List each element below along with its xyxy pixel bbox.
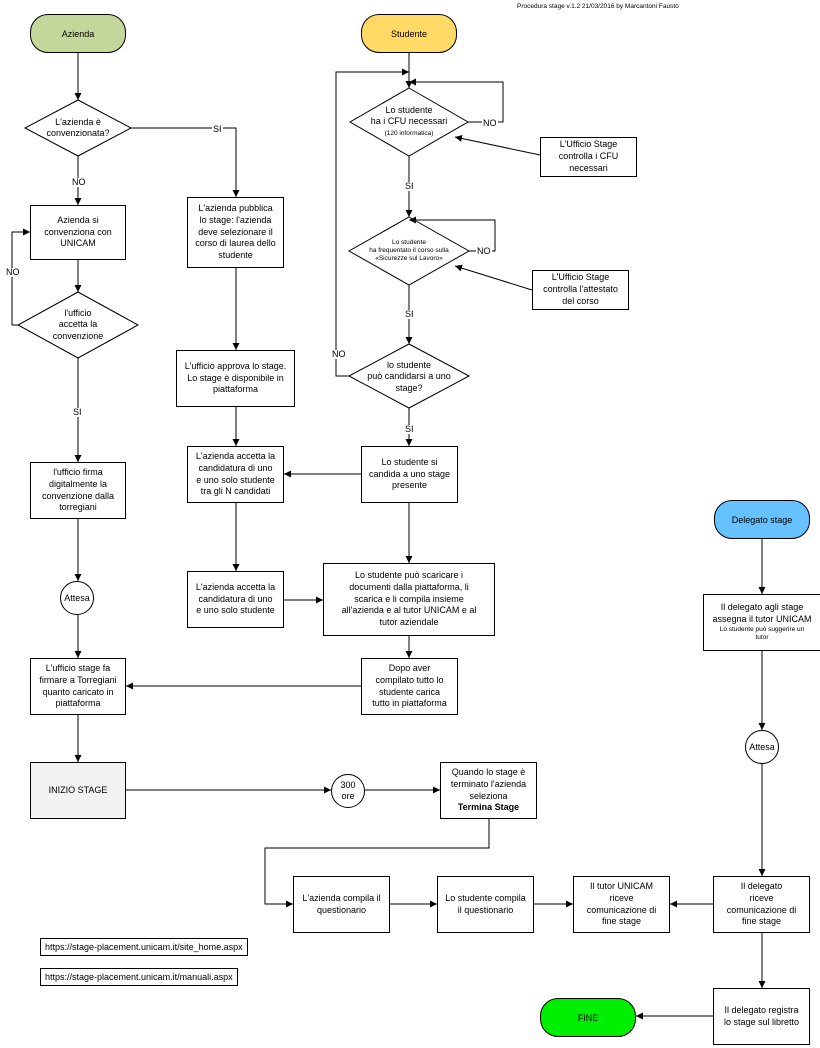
decision-ufficio-accetta: [16, 291, 140, 359]
ufficio-controlla-cfu-box: L'Ufficio Stage controlla i CFU necessar…: [540, 137, 637, 177]
connector-arrow: [335, 68, 409, 377]
ufficio-approva-box: L'ufficio approva lo stage. Lo stage è d…: [176, 350, 295, 407]
connector-arrow: [264, 819, 490, 908]
azienda-terminal: Azienda: [30, 14, 126, 53]
decision-corso-sicurezza: [347, 216, 471, 286]
studente-scarica-documenti-box: Lo studente può scaricare i documenti da…: [323, 563, 495, 636]
connector-arrow: [131, 127, 240, 197]
decision-azienda-convenzionata: [23, 99, 133, 157]
delegato-riceve-box: Il delegato riceve comunicazione di fine…: [713, 876, 810, 933]
label-no: NO: [71, 177, 87, 187]
delegato-registra-box: Il delegato registra lo stage sul libret…: [713, 988, 810, 1045]
ufficio-fa-firmare-box: L'ufficio stage fa firmare a Torregiani …: [30, 658, 126, 715]
manuali-link[interactable]: https://stage-placement.unicam.it/manual…: [40, 968, 238, 986]
tutor-riceve-box: Il tutor UNICAM riceve comunicazione di …: [573, 876, 670, 933]
document-header: Procedura stage v.1.2 21/03/2016 by Marc…: [517, 3, 679, 10]
site-home-link[interactable]: https://stage-placement.unicam.it/site_h…: [40, 938, 248, 956]
connector-arrow: [11, 228, 30, 326]
attesa-azienda-circle: Attesa: [60, 581, 94, 615]
connector-arrow: [454, 264, 533, 291]
ore-circle: 300 ore: [331, 774, 365, 808]
delegato-terminal: Delegato stage: [714, 500, 810, 539]
studente-compila-questionario-box: Lo studente compila il questionario: [437, 876, 534, 933]
label-no: NO: [476, 246, 492, 256]
ufficio-firma-box: l'ufficio firma digitalmente la convenzi…: [30, 462, 126, 519]
azienda-compila-questionario-box: L'azienda compila il questionario: [293, 876, 390, 933]
azienda-pubblica-box: L'azienda pubblica lo stage: l'azienda d…: [187, 197, 284, 268]
label-no: NO: [331, 349, 347, 359]
decision-cfu: [348, 87, 470, 157]
delegato-assegna-box: Il delegato agli stage assegna il tutor …: [703, 594, 820, 651]
studente-candida-box: Lo studente si candida a uno stage prese…: [361, 446, 458, 503]
label-si: SI: [72, 407, 83, 417]
label-no: NO: [482, 118, 498, 128]
delegato-assegna-text: Il delegato agli stage assegna il tutor …: [712, 602, 812, 625]
label-si: SI: [404, 309, 415, 319]
fine-terminal: FINE: [540, 998, 636, 1037]
label-si: SI: [212, 124, 223, 134]
termina-stage-text: Quando lo stage è terminato l'azienda se…: [450, 767, 527, 813]
inizio-stage-box: INIZIO STAGE: [30, 762, 126, 819]
label-si: SI: [404, 424, 415, 434]
termina-stage-box: Quando lo stage è terminato l'azienda se…: [440, 762, 537, 819]
azienda-accetta-tra-n-box: L'azienda accetta la candidatura di uno …: [187, 446, 284, 503]
connector-arrow: [454, 135, 541, 156]
label-si: SI: [404, 181, 415, 191]
studente-terminal: Studente: [361, 14, 457, 53]
attesa-delegato-circle: Attesa: [745, 730, 779, 764]
label-no: NO: [5, 267, 21, 277]
ufficio-controlla-attestato-box: L'Ufficio Stage controlla l'attestato de…: [532, 270, 629, 310]
azienda-accetta-box: L'azienda accetta la candidatura di uno …: [187, 571, 284, 628]
studente-carica-box: Dopo aver compilato tutto lo studente ca…: [361, 658, 458, 715]
azienda-convenziona-box: Azienda si convenziona con UNICAM: [30, 205, 126, 260]
decision-candidarsi: [347, 343, 471, 409]
delegato-assegna-note: Lo studente può suggerire un tutor: [719, 625, 805, 642]
